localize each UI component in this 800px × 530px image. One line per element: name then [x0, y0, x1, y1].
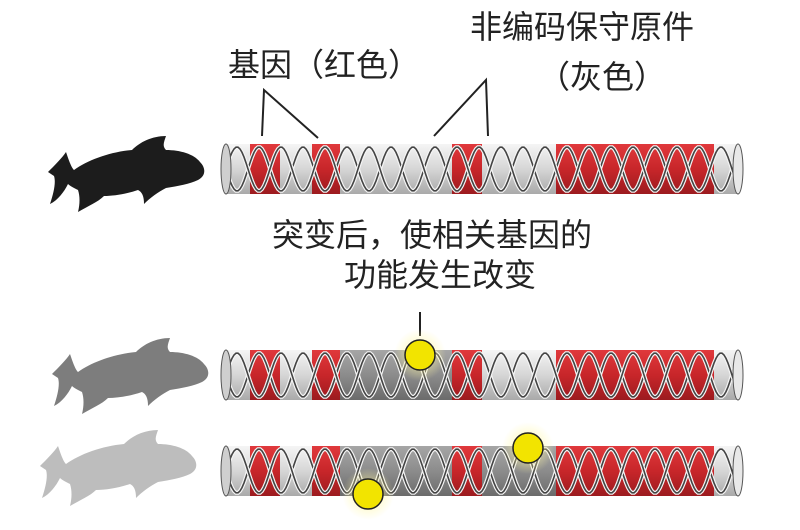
- helix-strand: [225, 448, 739, 494]
- helix-strand: [225, 352, 739, 398]
- tube-end-left: [220, 143, 232, 195]
- helix-strand: [225, 352, 739, 398]
- dna-strand: [220, 329, 744, 401]
- tube-end-left: [220, 445, 232, 497]
- gene-label: 基因（红色）: [228, 46, 421, 84]
- helix-strand: [225, 448, 739, 494]
- tube-end-right: [732, 349, 744, 401]
- tube-end-right: [732, 143, 744, 195]
- gene-pointer: [261, 87, 319, 139]
- annotation-lines: [261, 77, 489, 336]
- noncoding-element-sublabel: （灰色）: [538, 58, 667, 96]
- helix-strand: [225, 146, 739, 192]
- mutation-marker: [352, 478, 384, 510]
- fish-original: [48, 136, 205, 212]
- noncoding-element-label: 非编码保守原件: [470, 8, 695, 46]
- tube-end-left: [220, 349, 232, 401]
- mutation-caption-2: 功能发生改变: [344, 256, 537, 294]
- tube-end-right: [732, 445, 744, 497]
- dna-strand: [220, 422, 744, 520]
- mutation-marker: [512, 432, 544, 464]
- mutation-marker: [404, 339, 436, 371]
- noncoding-pointer: [433, 77, 489, 137]
- dna-strand: [220, 143, 744, 195]
- helix-strand: [225, 146, 739, 192]
- mutation-caption: 突变后，使相关基因的: [272, 216, 593, 254]
- fish-mutant-2: [40, 430, 197, 506]
- fish-mutant-1: [52, 338, 209, 414]
